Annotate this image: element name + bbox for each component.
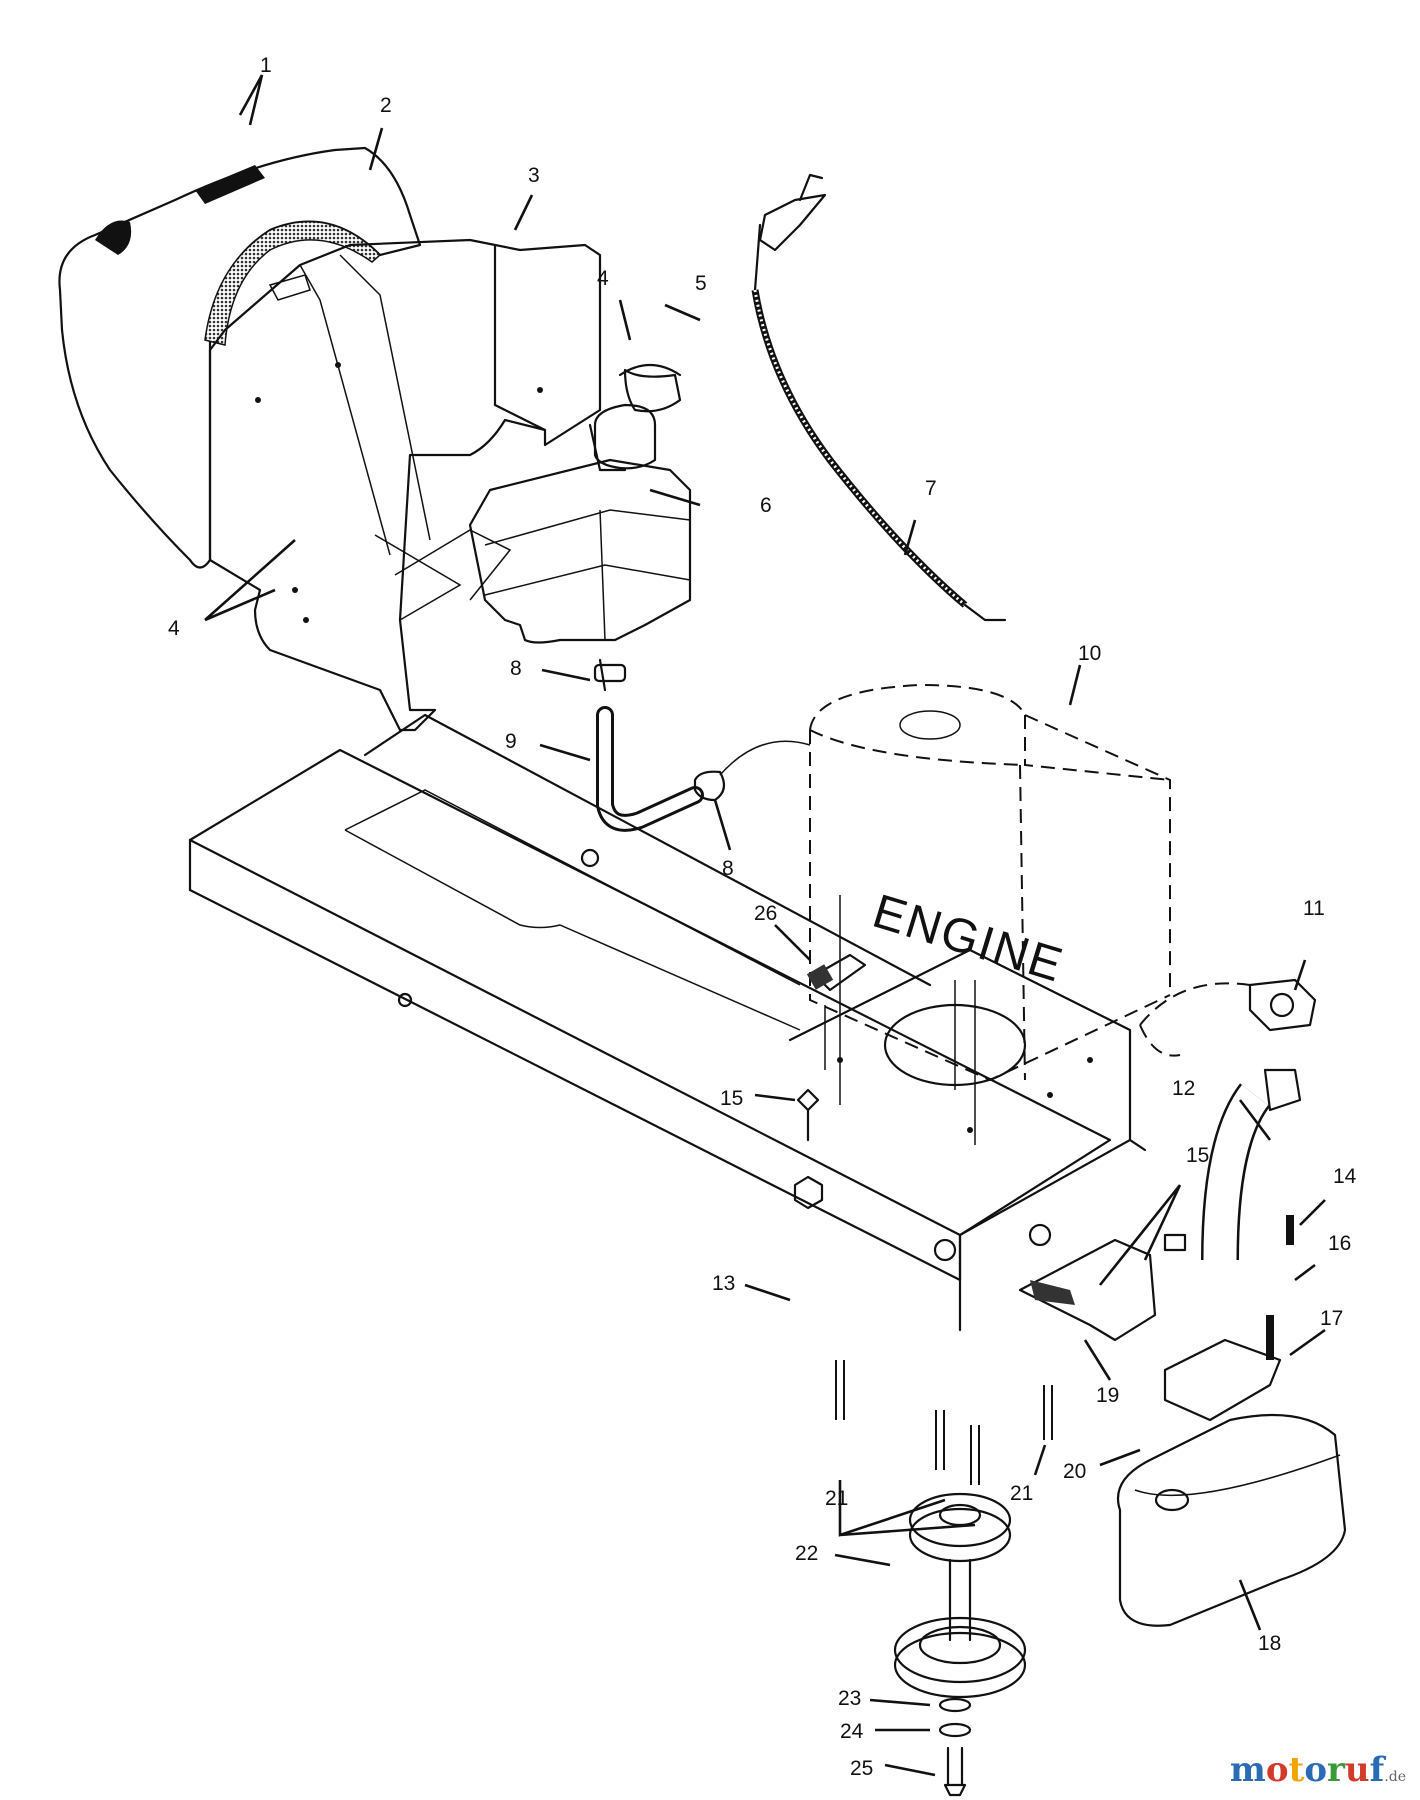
leader-lines: [204, 74, 1326, 1777]
callout-14: 14: [1333, 1165, 1357, 1188]
callout-21b: 21: [1010, 1482, 1033, 1505]
wm-domain: .de: [1384, 1769, 1406, 1785]
callout-13: 13: [712, 1272, 735, 1295]
wm-letter: t: [1288, 1750, 1305, 1790]
frame-panel-part: [208, 238, 602, 732]
callout-6: 6: [760, 494, 772, 517]
callout-5: 5: [695, 272, 707, 295]
callout-18: 18: [1258, 1632, 1281, 1655]
callout-21a: 21: [825, 1487, 848, 1510]
callout-8b: 8: [722, 857, 734, 880]
wm-letter: o: [1265, 1750, 1289, 1790]
callout-4a: 4: [597, 267, 609, 290]
fender-part: [58, 146, 422, 569]
fuel-line-part: [593, 658, 811, 832]
callout-4b: 4: [168, 617, 180, 640]
callout-8a: 8: [510, 657, 522, 680]
callout-15a: 15: [720, 1087, 743, 1110]
wm-letter: f: [1369, 1750, 1385, 1790]
callout-labels: 1 2 3 4 5 4 6 7 8 9 8 10 11 26 12 15 15 …: [168, 54, 1357, 1780]
wm-letter: u: [1344, 1750, 1370, 1790]
wm-letter: m: [1229, 1750, 1266, 1790]
bracket-part: [1018, 1238, 1157, 1342]
wm-letter: o: [1304, 1750, 1327, 1790]
callout-20: 20: [1063, 1460, 1086, 1483]
callout-22: 22: [795, 1542, 818, 1565]
callout-26: 26: [754, 902, 777, 925]
callout-25: 25: [850, 1757, 873, 1780]
fuel-tank-part: [468, 364, 692, 644]
callout-9: 9: [505, 730, 517, 753]
callout-17: 17: [1320, 1307, 1343, 1330]
callout-7: 7: [925, 477, 937, 500]
throttle-cable-part: [751, 173, 1007, 622]
muffler-part: [1116, 1338, 1347, 1627]
watermark-logo: motoruf.de: [1230, 1750, 1406, 1790]
callout-12: 12: [1172, 1077, 1195, 1100]
callout-24: 24: [840, 1720, 864, 1743]
callout-23: 23: [838, 1687, 861, 1710]
callout-19: 19: [1096, 1384, 1119, 1407]
engine-part: ENGINE: [809, 683, 1171, 1082]
bolts-part: [793, 1088, 1294, 1485]
callout-15b: 15: [1186, 1144, 1209, 1167]
callout-10: 10: [1078, 642, 1101, 665]
callout-1: 1: [260, 54, 272, 77]
callout-16: 16: [1328, 1232, 1351, 1255]
frame-rails-part: [188, 713, 1147, 1332]
callout-2: 2: [380, 94, 392, 117]
wm-letter: r: [1327, 1750, 1345, 1790]
callout-3: 3: [528, 164, 540, 187]
exhaust-pipe-part: [1139, 978, 1317, 1261]
pulley-part: [893, 1492, 1027, 1797]
fitting-part: [806, 953, 867, 992]
callout-11: 11: [1303, 897, 1325, 920]
